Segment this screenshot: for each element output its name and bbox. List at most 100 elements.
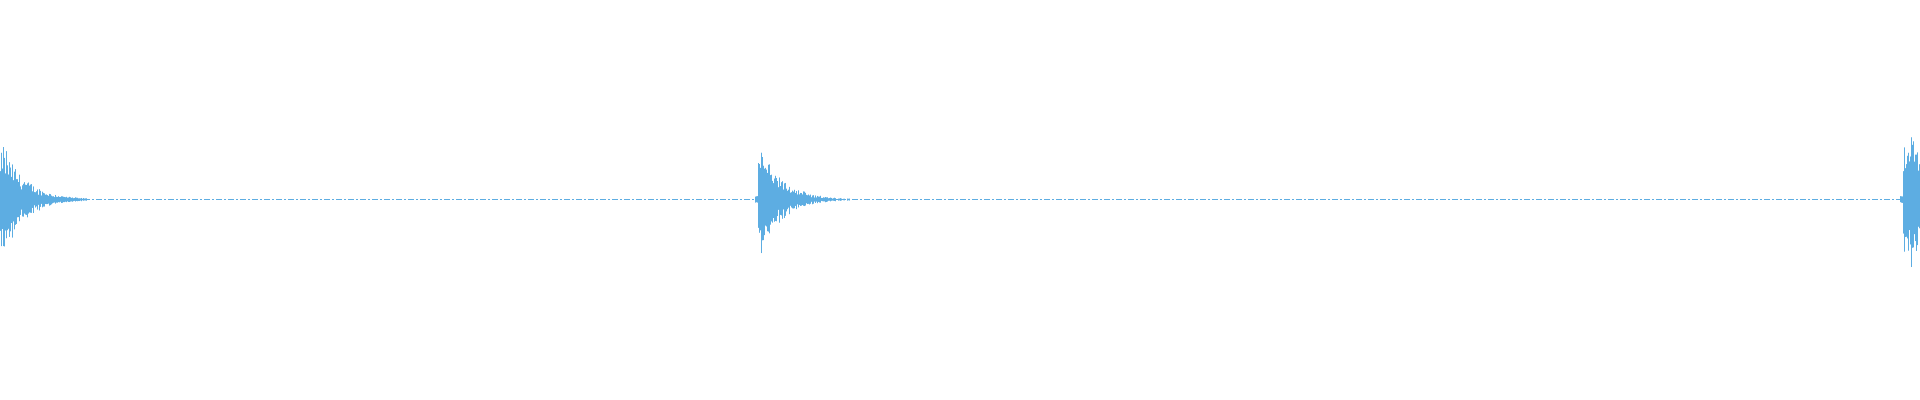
waveform-sample — [83, 198, 84, 201]
waveform-sample — [1903, 171, 1904, 234]
waveform-sample — [3, 147, 4, 247]
waveform-sample — [778, 187, 779, 210]
waveform-sample — [815, 195, 816, 204]
waveform-sample — [760, 167, 761, 231]
waveform-sample — [13, 180, 14, 222]
waveform-sample — [847, 198, 848, 201]
waveform-sample — [809, 195, 810, 205]
waveform-sample — [758, 162, 759, 228]
waveform-sample — [798, 190, 799, 208]
waveform-sample — [46, 194, 47, 205]
waveform-sample — [796, 191, 797, 210]
waveform-sample — [70, 197, 71, 202]
waveform-sample — [780, 186, 781, 215]
waveform-sample — [39, 189, 40, 211]
waveform-sample — [62, 196, 63, 203]
waveform-sample — [42, 191, 43, 208]
waveform-sample — [14, 171, 15, 230]
waveform-sample — [29, 185, 30, 213]
waveform-sample — [828, 198, 829, 201]
waveform-sample — [79, 198, 80, 202]
waveform-sample — [20, 186, 21, 215]
waveform-sample — [774, 178, 775, 222]
waveform-sample — [51, 195, 52, 205]
waveform-sample — [795, 192, 796, 206]
waveform-sample — [777, 181, 778, 217]
waveform-sample — [86, 198, 87, 201]
waveform-sample — [792, 190, 793, 209]
waveform-sample — [7, 165, 8, 231]
waveform-sample — [799, 194, 800, 205]
waveform-sample — [848, 198, 849, 201]
waveform-sample — [81, 197, 82, 202]
waveform-sample — [18, 181, 19, 218]
waveform-sample — [813, 195, 814, 204]
waveform-sample — [5, 173, 6, 231]
waveform-sample — [12, 164, 13, 238]
waveform-sample — [0, 171, 1, 231]
waveform-sample — [818, 196, 819, 202]
waveform-sample — [779, 177, 780, 223]
waveform-sample — [761, 152, 762, 254]
waveform-sample — [77, 197, 78, 202]
waveform-sample — [36, 191, 37, 207]
waveform-sample — [82, 198, 83, 201]
waveform-sample — [834, 197, 835, 201]
waveform-sample — [787, 190, 788, 210]
waveform-sample — [73, 198, 74, 202]
waveform-sample — [1902, 196, 1903, 203]
waveform-sample — [10, 167, 11, 232]
waveform-sample — [849, 198, 850, 201]
waveform-sample — [74, 198, 75, 201]
waveform-sample — [1910, 156, 1911, 245]
waveform-sample — [61, 196, 62, 204]
waveform-sample — [48, 195, 49, 204]
waveform-sample — [826, 197, 827, 202]
waveform-sample — [811, 197, 812, 202]
waveform-sample — [84, 198, 85, 201]
waveform-sample — [786, 188, 787, 212]
waveform-sample — [1918, 170, 1919, 227]
waveform-sample — [49, 193, 50, 206]
waveform-sample — [839, 198, 840, 201]
waveform-sample — [790, 192, 791, 206]
waveform-sample — [47, 195, 48, 205]
waveform-sample — [785, 182, 786, 216]
waveform-sample — [772, 180, 773, 223]
waveform-sample — [30, 184, 31, 213]
waveform-sample — [68, 197, 69, 202]
waveform-sample — [800, 192, 801, 206]
waveform-sample — [72, 197, 73, 202]
waveform-sample — [782, 181, 783, 219]
waveform-sample — [25, 184, 26, 215]
waveform-sample — [35, 192, 36, 208]
waveform-sample — [1908, 152, 1909, 251]
waveform-sample — [757, 196, 758, 203]
waveform-sample — [768, 164, 769, 232]
waveform-sample — [67, 197, 68, 202]
waveform-sample — [822, 197, 823, 202]
waveform-sample — [783, 189, 784, 210]
waveform-sample — [766, 169, 767, 227]
waveform-sample — [812, 195, 813, 205]
waveform-sample — [64, 196, 65, 203]
waveform-sample — [19, 174, 20, 222]
waveform-sample — [829, 197, 830, 201]
waveform-sample — [63, 196, 64, 203]
waveform-sample — [69, 196, 70, 203]
waveform-sample — [793, 191, 794, 209]
waveform-sample — [784, 183, 785, 219]
waveform-sample — [33, 186, 34, 214]
waveform-sample — [817, 195, 818, 204]
waveform-sample — [765, 167, 766, 226]
waveform-sample — [755, 196, 756, 203]
waveform-sample — [27, 183, 28, 218]
waveform-sample — [825, 196, 826, 203]
waveform-sample — [38, 194, 39, 205]
waveform-sample — [55, 194, 56, 204]
waveform-sample — [71, 197, 72, 202]
waveform-sample — [1911, 137, 1912, 268]
waveform-sample — [756, 196, 757, 203]
waveform-sample — [797, 194, 798, 205]
